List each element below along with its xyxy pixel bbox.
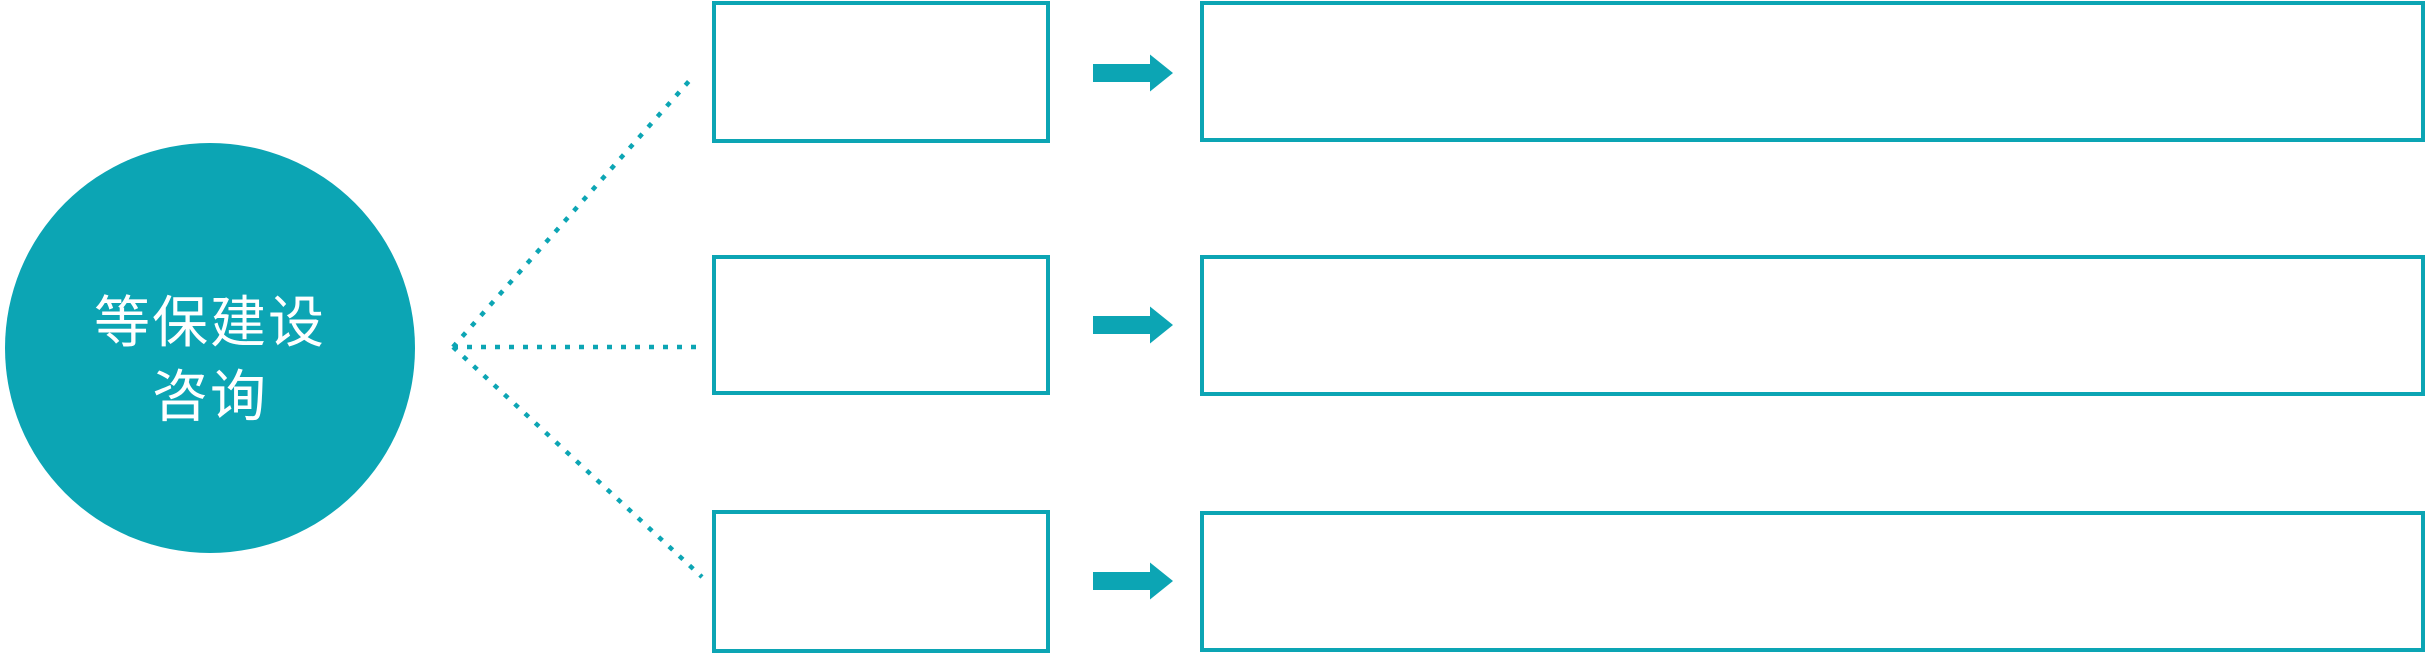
arrow-right-icon <box>1093 54 1173 92</box>
arrow-right-icon <box>1093 306 1173 344</box>
hub-circle: 等保建设 咨询 <box>5 143 415 553</box>
detail-box-3 <box>1200 511 2425 652</box>
hub-label: 等保建设 咨询 <box>94 261 326 435</box>
arrow-right-icon <box>1093 562 1173 600</box>
step-box-3 <box>712 510 1050 653</box>
detail-box-2 <box>1200 255 2425 396</box>
hub-label-line2: 咨询 <box>152 365 268 430</box>
detail-box-1 <box>1200 1 2425 142</box>
dotted-connector-top-icon <box>451 78 692 349</box>
step-box-2 <box>712 255 1050 395</box>
step-box-1 <box>712 1 1050 143</box>
hub-label-line1: 等保建设 <box>94 291 326 356</box>
dotted-connector-bottom-icon <box>451 345 704 579</box>
